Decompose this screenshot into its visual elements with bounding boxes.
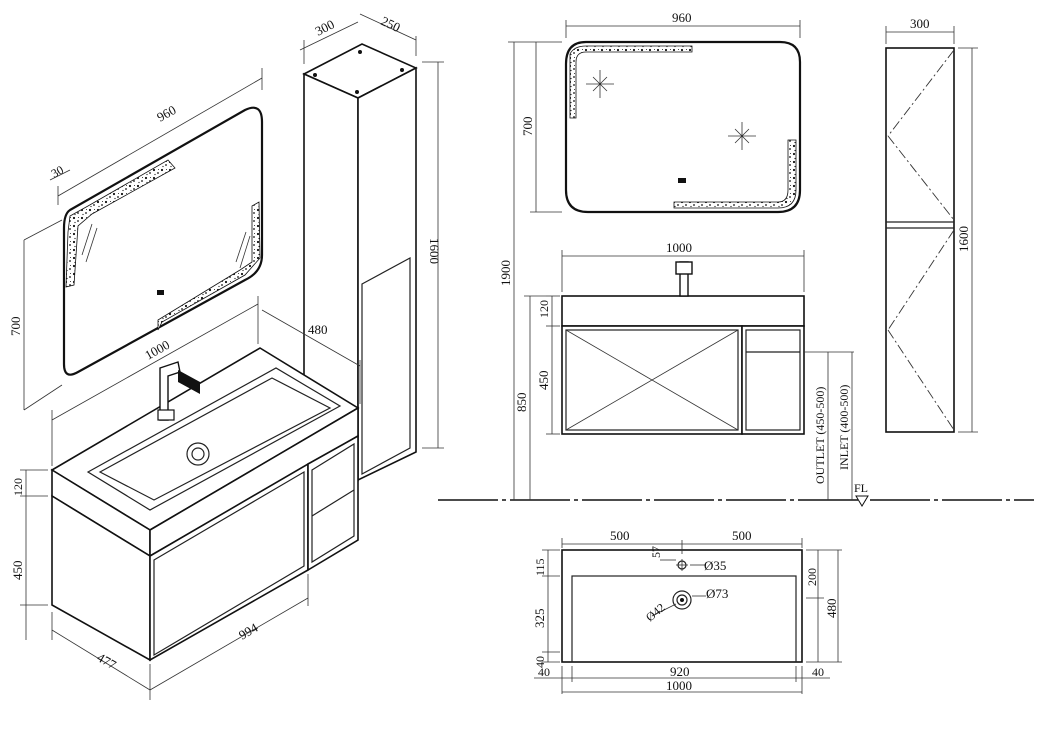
iso-mirror-frame-label: 30 [49, 163, 66, 181]
iso-basin-depth-label: 480 [308, 322, 328, 337]
iso-cabinet-width-label: 994 [236, 620, 261, 643]
plan-bowl-depth-label: 325 [532, 609, 547, 629]
iso-cabinet-height-label: 450 [10, 561, 25, 581]
front-vanity: 1000 120 450 850 [514, 240, 805, 500]
iso-mirror: 960 30 700 [8, 68, 264, 411]
front-cabinet-height-label: 450 [536, 371, 551, 391]
iso-mirror-width-label: 960 [154, 102, 178, 125]
outlet-label: OUTLET (450-500) [813, 387, 827, 484]
plan-top-margin-label: 115 [533, 558, 547, 576]
iso-tall-cabinet: 300 250 1600 [299, 13, 444, 482]
isometric-view: 960 30 700 300 250 1600 [8, 13, 444, 700]
iso-tall-height-label: 1600 [427, 238, 442, 264]
plan-view-basin: 500 500 57 Ø35 Ø73 Ø42 115 325 40 200 48… [532, 528, 842, 694]
front-install-height-label: 850 [514, 393, 529, 413]
front-view: 960 700 1900 [438, 10, 1034, 507]
plan-tap-offset-label: 57 [649, 546, 663, 558]
plan-total-depth-label: 480 [824, 599, 839, 619]
iso-vanity: 1000 480 120 450 994 477 [10, 296, 361, 700]
front-top-thickness-label: 120 [537, 300, 551, 318]
front-total-height-label: 1900 [498, 260, 513, 286]
plan-tap-hole-label: Ø35 [704, 558, 726, 573]
front-mirror: 960 700 [520, 10, 802, 214]
iso-top-thickness-label: 120 [11, 478, 25, 496]
plan-side-left-label: 40 [538, 665, 550, 679]
plan-bottom-margin-label: 40 [533, 656, 547, 668]
plan-right-half-label: 500 [732, 528, 752, 543]
iso-basin-width-label: 1000 [142, 337, 172, 363]
plan-right-upper-label: 200 [805, 568, 819, 586]
front-mirror-height-label: 700 [520, 117, 535, 137]
side-view-tall-cabinet: 300 1600 [885, 16, 978, 433]
plan-inner-width-label: 920 [670, 664, 690, 679]
plan-total-width-label: 1000 [666, 678, 692, 693]
plan-side-right-label: 40 [812, 665, 824, 679]
plan-drain-outer-label: Ø73 [706, 586, 728, 601]
plan-left-half-label: 500 [610, 528, 630, 543]
side-tall-width-label: 300 [910, 16, 930, 31]
side-tall-height-label: 1600 [956, 226, 971, 252]
iso-tall-width-label: 250 [379, 13, 403, 35]
iso-tall-depth-label: 300 [313, 16, 337, 38]
front-basin-width-label: 1000 [666, 240, 692, 255]
floor-level-label: FL [854, 481, 868, 495]
inlet-label: INLET (400-500) [837, 385, 851, 470]
front-mirror-width-label: 960 [672, 10, 692, 25]
iso-mirror-height-label: 700 [8, 317, 23, 337]
